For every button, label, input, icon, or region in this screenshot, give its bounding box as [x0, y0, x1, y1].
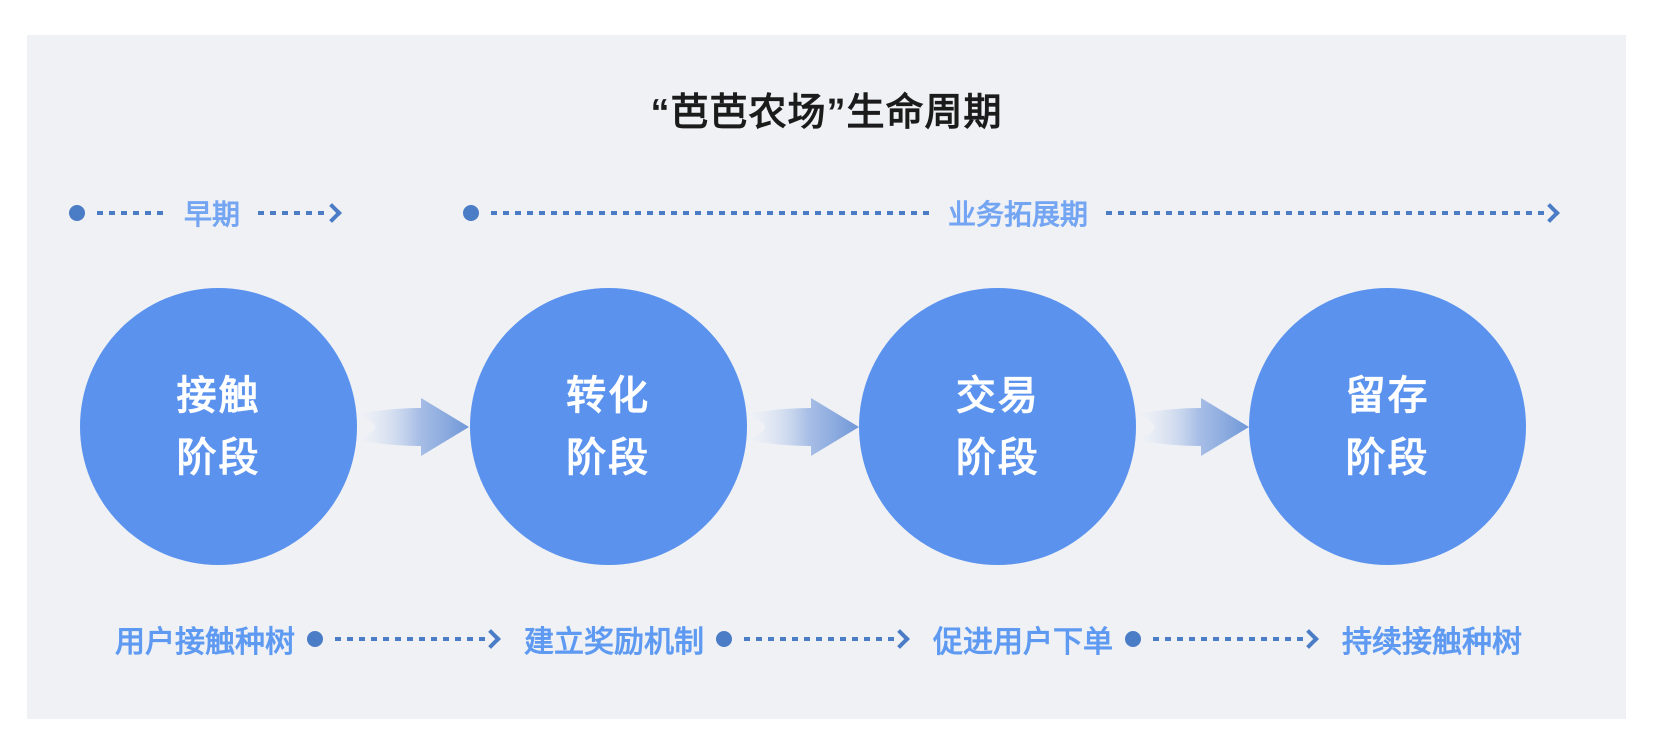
chevron-right-icon	[1299, 629, 1319, 649]
note-label: 用户接触种树	[115, 626, 295, 659]
chevron-right-icon	[890, 629, 910, 649]
note-group-retention: 持续接触种树	[1342, 617, 1522, 661]
stage-label-line1: 转化	[566, 373, 651, 418]
dashed-line	[335, 637, 486, 641]
note-group-transaction: 促进用户下单	[933, 617, 1342, 661]
note-dot-icon	[1125, 631, 1141, 647]
note-dot-icon	[307, 631, 323, 647]
note-dot-icon	[716, 631, 732, 647]
dashed-line	[1106, 211, 1546, 215]
stage-label-line2: 阶段	[566, 435, 651, 480]
note-group-contact: 用户接触种树	[115, 617, 524, 661]
phase-timeline: 早期 业务拓展期	[27, 193, 1626, 233]
stage-label: 留存 阶段	[1345, 365, 1429, 489]
timeline-label-early: 早期	[184, 199, 241, 230]
dashed-line	[97, 211, 166, 215]
dashed-line	[491, 211, 930, 215]
stage-label-line1: 留存	[1345, 373, 1430, 418]
chevron-right-icon	[322, 203, 342, 223]
timeline-start-dot-icon	[463, 205, 479, 221]
stage-label: 接触 阶段	[177, 365, 261, 489]
timeline-segment-early: 早期	[69, 193, 342, 233]
stage-row: 接触 阶段 转化 阶段 交易 阶段 留存	[27, 288, 1626, 565]
stage-label: 转化 阶段	[566, 365, 650, 489]
stage-circle-transaction: 交易 阶段	[859, 288, 1137, 565]
gradient-block-arrow-icon	[746, 397, 859, 456]
gradient-block-arrow-icon	[1136, 397, 1249, 456]
dashed-line	[744, 637, 895, 641]
stage-label-line2: 阶段	[176, 435, 261, 480]
timeline-segment-expansion: 业务拓展期	[463, 193, 1560, 233]
stage-label: 交易 阶段	[956, 365, 1040, 489]
stage-circle-conversion: 转化 阶段	[469, 288, 747, 565]
timeline-label-expansion: 业务拓展期	[948, 199, 1089, 230]
stage-label-line2: 阶段	[955, 435, 1040, 480]
timeline-start-dot-icon	[69, 205, 85, 221]
stage-circle-retention: 留存 阶段	[1248, 288, 1526, 565]
dashed-line	[1153, 637, 1304, 641]
diagram-title: “芭芭农场”生命周期	[650, 92, 1003, 134]
stage-circle-contact: 接触 阶段	[80, 288, 357, 565]
dashed-line	[258, 211, 328, 215]
stage-label-line2: 阶段	[1345, 435, 1430, 480]
lifecycle-panel: “芭芭农场”生命周期 早期 业务拓展期 接触 阶段	[27, 35, 1626, 719]
notes-row: 用户接触种树 建立奖励机制 促进用户下单 持续接触种树	[27, 617, 1626, 661]
note-label: 促进用户下单	[933, 626, 1113, 659]
stage-label-line1: 接触	[176, 373, 261, 418]
note-label: 建立奖励机制	[524, 626, 704, 659]
stage-label-line1: 交易	[955, 373, 1040, 418]
note-label: 持续接触种树	[1342, 626, 1522, 659]
gradient-block-arrow-icon	[357, 397, 470, 456]
chevron-right-icon	[481, 629, 501, 649]
chevron-right-icon	[1540, 203, 1560, 223]
note-group-conversion: 建立奖励机制	[524, 617, 933, 661]
